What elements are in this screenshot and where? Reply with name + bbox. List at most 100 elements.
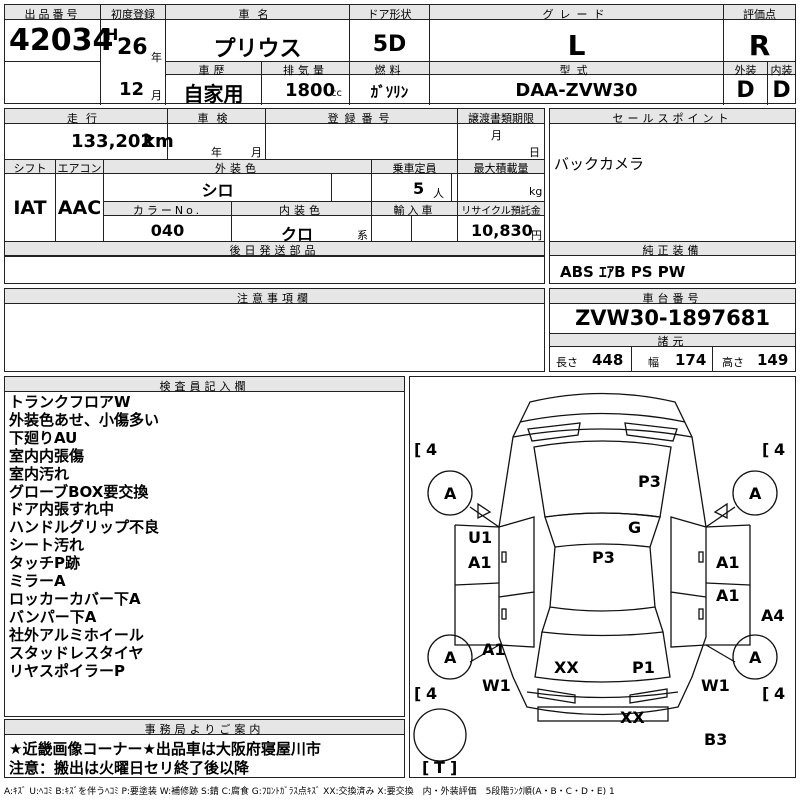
specs-label: 諸元: [657, 335, 688, 348]
tire-rr: 4: [774, 684, 785, 703]
reg-number-label: 登録番号: [327, 112, 396, 125]
left-rear-bumper-code: W1: [482, 676, 511, 695]
remark-line: ロッカーカバー下A: [9, 589, 141, 608]
notes-label: 注意事項欄: [237, 292, 312, 305]
listing-header: 出品番号 初度登録 車名 ドア形状 グレード 評価点 42034 H 26 年 …: [4, 4, 796, 106]
equipment-label: 純正装備: [642, 244, 703, 257]
tire-spare-bracket-open: [: [422, 758, 429, 777]
era-prefix: H: [105, 25, 119, 44]
shift-label: シフト: [13, 162, 47, 175]
color-no-value: 040: [150, 221, 185, 240]
score-label: 評価点: [743, 8, 776, 21]
transfer-day-unit: 日: [529, 146, 540, 159]
wheel-fr-code: A: [749, 484, 762, 503]
exterior-label: 外装: [734, 64, 757, 77]
left-rear-code: A1: [482, 640, 506, 659]
rear-bumper-code: XX: [620, 708, 645, 727]
max-load-label: 最大積載量: [473, 162, 529, 175]
reg-year: 26: [117, 35, 148, 60]
chassis-number: ZVW30-1897681: [575, 306, 770, 330]
equipment-value: ABS ｴｱB PS PW: [560, 263, 686, 281]
wheel-rl-code: A: [444, 648, 457, 667]
office-line-1: ★近畿画像コーナー★出品車は大阪府寝屋川市: [9, 740, 321, 758]
tire-fr-bracket: [: [762, 440, 769, 459]
remark-line: 室内汚れ: [9, 464, 70, 483]
damage-diagram-box: [ 4 [ 4 [ 4 [ 4 [ T ] A A A A P3 G P3 U1…: [409, 376, 796, 778]
car-name: プリウス: [213, 37, 302, 62]
remark-line: スタッドレスタイヤ: [9, 643, 144, 662]
displacement-label: 排気量: [283, 64, 328, 77]
grade-value: L: [567, 29, 586, 62]
mileage-label: 走行: [67, 112, 105, 125]
car-name-label: 車名: [238, 8, 277, 21]
header-strip-2: [165, 61, 739, 75]
first-reg-label: 初度登録: [111, 8, 155, 21]
remark-line: シート汚れ: [9, 536, 85, 555]
score-value: R: [748, 29, 771, 62]
tire-fl-bracket: [: [414, 440, 421, 459]
remark-line: 外装色あせ、小傷多い: [9, 410, 160, 429]
capacity-label: 乗車定員: [392, 162, 437, 175]
fuel-value: ｶﾞｿﾘﾝ: [370, 83, 409, 101]
transfer-doc-label: 譲渡書類期限: [468, 112, 534, 125]
remark-line: タッチP跡: [9, 554, 80, 573]
remark-line: ミラーA: [9, 572, 66, 591]
mileage-value: 133,202: [71, 131, 153, 152]
office-notice-box: 事務局よりご案内 ★近畿画像コーナー★出品車は大阪府寝屋川市 注意：搬出は火曜日…: [4, 719, 405, 778]
recycle-fee: 10,830: [471, 221, 533, 240]
tire-spare: T: [434, 758, 445, 777]
office-line-2: 注意：搬出は火曜日セリ終了後以降: [9, 759, 250, 777]
inspection-month-unit: 月: [251, 146, 262, 159]
right-front-door-code: A1: [716, 553, 740, 572]
capacity-unit: 人: [433, 187, 444, 200]
remark-line: バンパー下A: [9, 607, 97, 626]
displacement-value: 1800: [285, 80, 336, 101]
displacement-unit: cc: [331, 88, 342, 99]
model-label: 型式: [559, 64, 594, 77]
int-color-unit: 系: [357, 229, 368, 242]
history-value: 自家用: [183, 82, 244, 106]
header-strip: [5, 5, 795, 20]
ext-color-value: シロ: [201, 181, 234, 200]
remark-line: 室内内張傷: [9, 446, 85, 465]
length-label: 長さ: [556, 356, 578, 369]
sales-point-box: セールスポイント バックカメラ 純正装備 ABS ｴｱB PS PW: [549, 108, 796, 284]
remark-line: ハンドルグリップ不良: [9, 518, 160, 537]
trunk-right-code: P1: [632, 658, 655, 677]
wheel-fl-code: A: [444, 484, 457, 503]
mileage-unit: km: [143, 131, 174, 152]
inspector-box: 検査員記入欄 トランクフロアW 外装色あせ、小傷多い 下廻りAU 室内内張傷 室…: [4, 376, 405, 717]
trunk-left-code: XX: [554, 658, 579, 677]
interior-grade: D: [772, 78, 791, 103]
sales-label: セールスポイント: [612, 112, 733, 125]
door-type: 5D: [372, 32, 407, 57]
aircon-label: エアコン: [57, 162, 102, 175]
remark-line: グローブBOX要交換: [9, 482, 149, 501]
rear-bottom-code: B3: [704, 730, 727, 749]
fuel-label: 燃料: [374, 64, 405, 77]
tire-fl: 4: [426, 440, 437, 459]
remark-line: リヤスポイラーP: [9, 661, 125, 680]
roof-code: P3: [592, 548, 615, 567]
lot-label: 出品番号: [24, 8, 81, 21]
grade-label: グレード: [542, 8, 611, 21]
width-label: 幅: [648, 356, 659, 369]
history-label: 車歴: [198, 64, 229, 77]
inspection-label: 車検: [197, 112, 236, 125]
legend-text: A:ｷｽﾞ U:ﾍｺﾐ B:ｷｽﾞを伴うﾍｺﾐ P:要塗装 W:補修跡 S:錆 …: [4, 787, 615, 797]
right-rear-door-code: A1: [716, 586, 740, 605]
reg-month: 12: [119, 79, 145, 100]
exterior-grade: D: [736, 78, 755, 103]
aircon-value: AAC: [57, 197, 102, 219]
inspection-year-unit: 年: [211, 146, 222, 159]
interior-label: 内装: [770, 64, 793, 77]
height-value: 149: [757, 351, 789, 369]
month-unit: 月: [151, 89, 162, 102]
ext-color-label: 外装色: [215, 162, 260, 175]
import-label: 輸入車: [393, 204, 436, 217]
inspector-label: 検査員記入欄: [159, 380, 250, 393]
later-parts-label: 後日発送部品: [229, 244, 320, 257]
remark-line: トランクフロアW: [9, 393, 131, 411]
shift-value: IAT: [13, 197, 47, 219]
year-unit: 年: [151, 51, 162, 64]
